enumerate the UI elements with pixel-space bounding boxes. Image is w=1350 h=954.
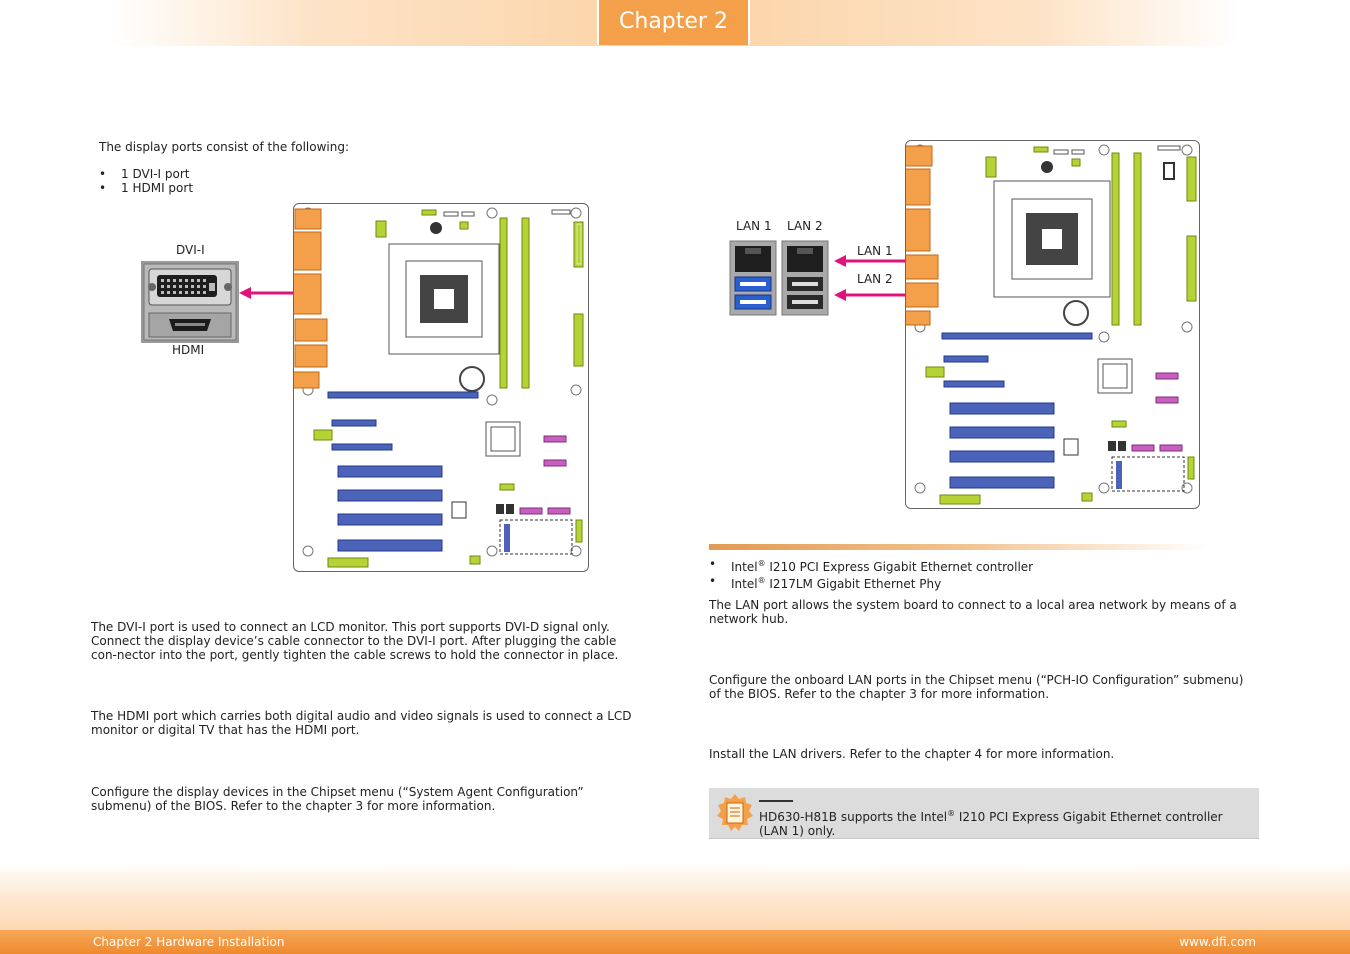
footer-bar: Chapter 2 Hardware Installation www.dfi.… [0, 930, 1350, 954]
label-lan2-arrow: LAN 2 [857, 272, 893, 286]
chapter-tab: Chapter 2 [597, 0, 750, 45]
ports-list: 1 DVI-I port 1 HDMI port [99, 167, 193, 195]
lan-features-list: Intel® I210 PCI Express Gigabit Ethernet… [709, 557, 1033, 591]
arrow-to-lan2 [834, 289, 906, 301]
list-item: Intel® I217LM Gigabit Ethernet Phy [709, 574, 1033, 591]
para-dvi: The DVI-I port is used to connect an LCD… [91, 620, 619, 662]
label-hdmi: HDMI [172, 343, 205, 357]
note-rule [759, 800, 793, 802]
label-dvi: DVI-I [176, 243, 205, 257]
section-divider [709, 544, 1209, 550]
list-item: Intel® I210 PCI Express Gigabit Ethernet… [709, 557, 1033, 574]
label-lan2-top: LAN 2 [787, 219, 823, 233]
footer-url: www.dfi.com [1179, 935, 1256, 949]
board-layout [906, 144, 1197, 505]
motherboard-diagram-left [293, 203, 589, 572]
para-display-bios: Configure the display devices in the Chi… [91, 785, 584, 813]
footer-left: Chapter 2 Hardware Installation [93, 935, 285, 949]
motherboard-diagram-right [905, 140, 1200, 509]
footer-band [0, 862, 1350, 932]
note-icon [717, 794, 753, 831]
arrow-to-lan1 [834, 255, 906, 267]
list-item: 1 DVI-I port [99, 167, 193, 181]
para-lan-bios: Configure the onboard LAN ports in the C… [709, 673, 1244, 701]
para-lan-driver: Install the LAN drivers. Refer to the ch… [709, 747, 1115, 761]
display-intro: The display ports consist of the followi… [99, 140, 350, 154]
para-lan: The LAN port allows the system board to … [709, 598, 1237, 626]
list-item: 1 HDMI port [99, 181, 193, 195]
note-box: HD630-H81B supports the Intel® I210 PCI … [709, 788, 1259, 839]
note-text: HD630-H81B supports the Intel® I210 PCI … [759, 809, 1223, 838]
label-lan1-arrow: LAN 1 [857, 244, 893, 258]
board-layout [294, 207, 584, 568]
arrow-to-dvi [239, 287, 295, 299]
label-lan1-top: LAN 1 [736, 219, 772, 233]
para-hdmi: The HDMI port which carries both digital… [91, 709, 632, 737]
lan-usb-connector-image [728, 239, 830, 317]
dvi-hdmi-connector-image [141, 261, 239, 343]
